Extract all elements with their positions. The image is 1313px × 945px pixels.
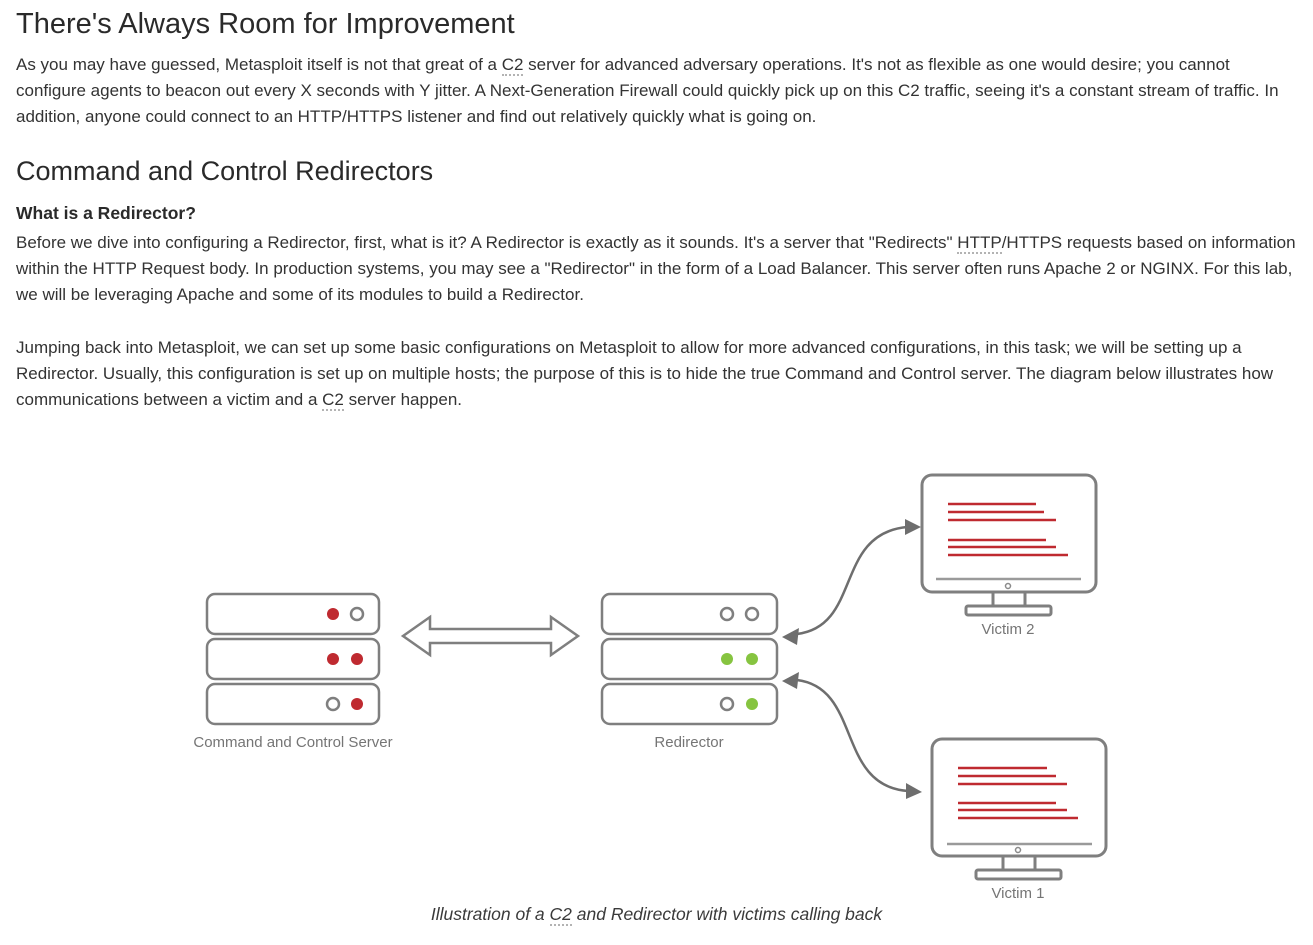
diagram-caption: Illustration of a C2 and Redirector with…: [0, 904, 1313, 926]
abbr-c2: C2: [501, 55, 524, 76]
caption-text: and Redirector with victims calling back: [571, 904, 883, 924]
monitor-stand-base: [964, 604, 1053, 617]
paragraph-improvement: As you may have guessed, Metasploit itse…: [16, 52, 1300, 130]
monitor-stand-base: [974, 868, 1063, 881]
arrowhead-right-icon: [905, 519, 921, 535]
connector-victim2: [782, 519, 921, 645]
led-green: [746, 698, 758, 710]
led-off: [325, 696, 341, 712]
bidirectional-arrow-icon: [400, 614, 581, 658]
section-title-redirectors: Command and Control Redirectors: [16, 156, 434, 186]
connector-victim1: [782, 672, 922, 799]
server-rack-c2: Command and Control Server: [193, 592, 393, 751]
server-rack-redirector: Redirector: [600, 592, 779, 751]
monitor-frame: [920, 473, 1098, 594]
subheading-what-is-redirector: What is a Redirector?: [16, 203, 196, 223]
page-title: There's Always Room for Improvement: [16, 8, 515, 40]
victim2-monitor: Victim 2: [920, 473, 1098, 638]
monitor-button-icon: [1004, 582, 1012, 590]
paragraph-metasploit-config: Jumping back into Metasploit, we can set…: [16, 335, 1300, 413]
paragraph-text: As you may have guessed, Metasploit itse…: [16, 55, 502, 74]
caption-text: Illustration of a: [430, 904, 550, 924]
abbr-c2: C2: [322, 390, 344, 411]
server-unit: [600, 682, 779, 726]
led-green: [721, 653, 733, 665]
server-unit: [600, 592, 779, 636]
screen-text-lines: [958, 766, 1078, 820]
monitor-button-icon: [1014, 846, 1022, 854]
led-green: [746, 653, 758, 665]
paragraph-text: server happen.: [343, 390, 463, 409]
led-red: [327, 653, 339, 665]
monitor-frame: [930, 737, 1108, 858]
led-red: [351, 653, 363, 665]
redirector-label: Redirector: [654, 734, 723, 751]
led-red: [327, 608, 339, 620]
c2-server-label: Command and Control Server: [193, 734, 392, 751]
arrowhead-right-icon: [906, 783, 922, 799]
paragraph-text: Before we dive into configuring a Redire…: [16, 233, 958, 252]
victim2-label: Victim 2: [981, 621, 1034, 638]
server-unit: [205, 637, 381, 681]
victim1-monitor: Victim 1: [930, 737, 1108, 902]
led-off: [744, 606, 760, 622]
led-off: [719, 696, 735, 712]
victim1-label: Victim 1: [991, 885, 1044, 902]
paragraph-text: server for advanced adversary operations…: [16, 55, 1279, 126]
led-off: [349, 606, 365, 622]
abbr-c2: C2: [549, 904, 572, 926]
server-unit: [205, 592, 381, 636]
paragraph-text: /HTTPS requests based on information wit…: [16, 233, 1296, 304]
server-unit: [205, 682, 381, 726]
screen-text-lines: [948, 502, 1068, 557]
led-red: [351, 698, 363, 710]
paragraph-text: Jumping back into Metasploit, we can set…: [16, 338, 1274, 409]
arrowhead-left-icon: [782, 672, 799, 689]
abbr-http: HTTP: [957, 233, 1002, 254]
paragraph-what-is-redirector: Before we dive into configuring a Redire…: [16, 230, 1300, 308]
connector-curve: [796, 678, 909, 793]
led-off: [719, 606, 735, 622]
connector-curve: [796, 525, 908, 636]
arrowhead-left-icon: [782, 628, 799, 645]
server-unit: [600, 637, 779, 681]
